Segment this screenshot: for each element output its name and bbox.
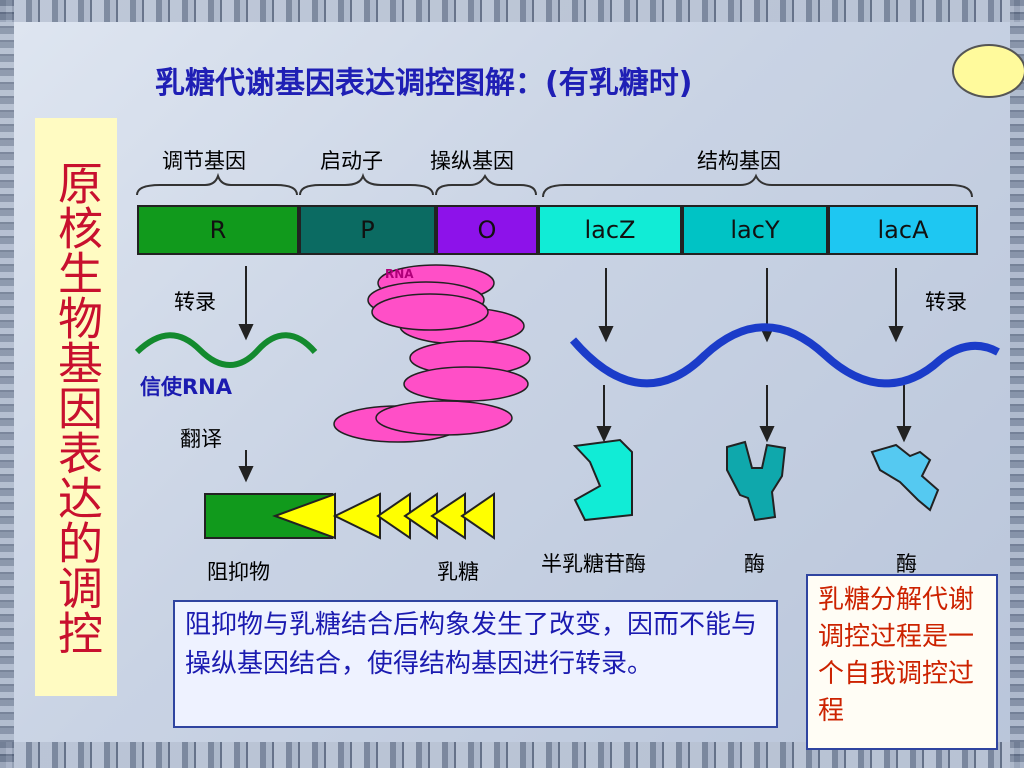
galactosidase-shape	[572, 438, 633, 522]
structural-label: 结构基因	[697, 149, 781, 173]
gene-lacy: lacY	[682, 205, 828, 255]
repressor-label: 阻抑物	[207, 560, 270, 584]
description-text: 阻抑物与乳糖结合后构象发生了改变，因而不能与操纵基因结合，使得结构基因进行转录。	[185, 610, 758, 679]
gene-laca-label: lacA	[877, 216, 929, 244]
enzyme-a-label: 酶	[896, 552, 917, 576]
gene-lacz: lacZ	[538, 205, 682, 255]
gene-r-label: R	[209, 216, 227, 244]
gene-lacz-label: lacZ	[584, 216, 636, 244]
enzyme-y-shape	[726, 440, 787, 522]
gene-lacy-label: lacY	[730, 216, 780, 244]
rna-polymerase-stack	[333, 264, 531, 443]
right-mrna-wave	[569, 323, 1000, 388]
galactosidase-label: 半乳糖苷酶	[541, 552, 646, 576]
promoter-label: 启动子	[320, 149, 383, 173]
operator-label: 操纵基因	[430, 149, 514, 173]
gene-p-label: P	[360, 216, 375, 244]
mrna-label: 信使RNA	[140, 375, 232, 399]
decorative-oval	[952, 44, 1024, 98]
lactose-molecule-1	[332, 492, 381, 540]
arrows	[238, 266, 912, 483]
promoter-brace	[299, 172, 434, 196]
enzyme-a-shape	[870, 443, 940, 512]
structural-brace	[542, 173, 973, 198]
gene-o-label: O	[477, 216, 497, 244]
gene-braces	[136, 172, 973, 198]
gene-laca: lacA	[828, 205, 978, 255]
gene-r: R	[137, 205, 299, 255]
regulator-brace	[136, 172, 298, 196]
lactose-label: 乳糖	[437, 560, 479, 584]
lactose-molecule-5	[460, 492, 495, 540]
left-mrna-wave	[134, 332, 318, 368]
top-border	[0, 0, 1024, 22]
transcription-right-label: 转录	[925, 290, 967, 314]
polymerase-text: RNA	[385, 267, 414, 281]
enzyme-y-label: 酶	[744, 552, 765, 576]
note-box: 乳糖分解代谢调控过程是一个自我调控过程	[806, 574, 998, 750]
side-title: 原核生物基因表达的调控	[35, 118, 117, 696]
right-border	[1010, 0, 1024, 768]
translation-label: 翻译	[180, 427, 222, 451]
left-border	[0, 0, 14, 768]
transcription-left-label: 转录	[174, 290, 216, 314]
repressor-complex	[204, 492, 495, 540]
regulator-label: 调节基因	[162, 149, 246, 173]
note-text: 乳糖分解代谢调控过程是一个自我调控过程	[818, 585, 975, 726]
operator-brace	[435, 173, 537, 196]
gene-p: P	[299, 205, 436, 255]
page-title: 乳糖代谢基因表达调控图解：(有乳糖时)	[155, 66, 693, 101]
description-box: 阻抑物与乳糖结合后构象发生了改变，因而不能与操纵基因结合，使得结构基因进行转录。	[173, 600, 778, 728]
gene-o: O	[436, 205, 538, 255]
